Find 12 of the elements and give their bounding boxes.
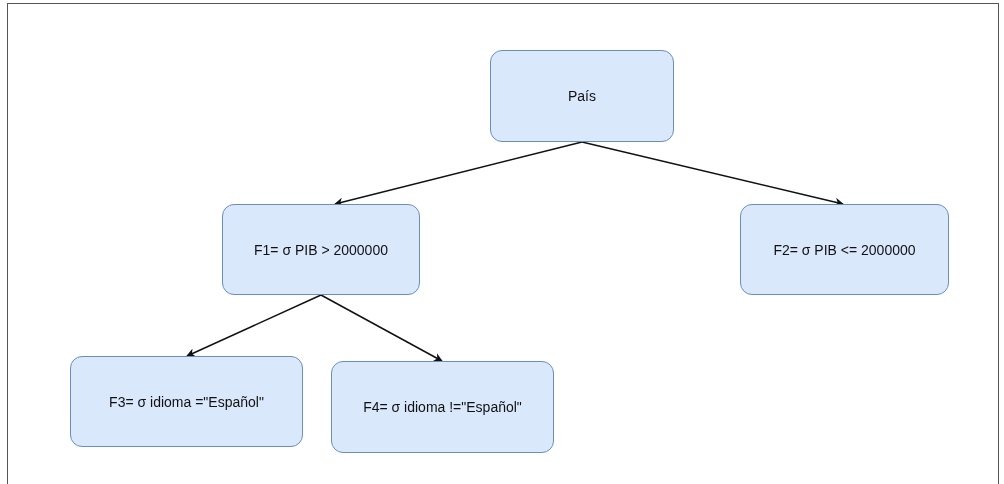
process-box — [490, 50, 674, 142]
node-label: País — [568, 88, 596, 104]
node-label: F1= σ PIB > 2000000 — [254, 241, 388, 258]
node-label: F4= σ idioma !="Español" — [363, 399, 522, 415]
process-box — [740, 204, 949, 295]
node-label: F2= σ PIB <= 2000000 — [773, 241, 916, 258]
arrow — [320, 294, 443, 362]
process-box — [331, 361, 554, 453]
arrow — [186, 294, 322, 357]
process-box — [222, 204, 420, 295]
node-label: F3= σ idioma ="Español" — [109, 393, 264, 410]
process-box — [70, 356, 303, 447]
